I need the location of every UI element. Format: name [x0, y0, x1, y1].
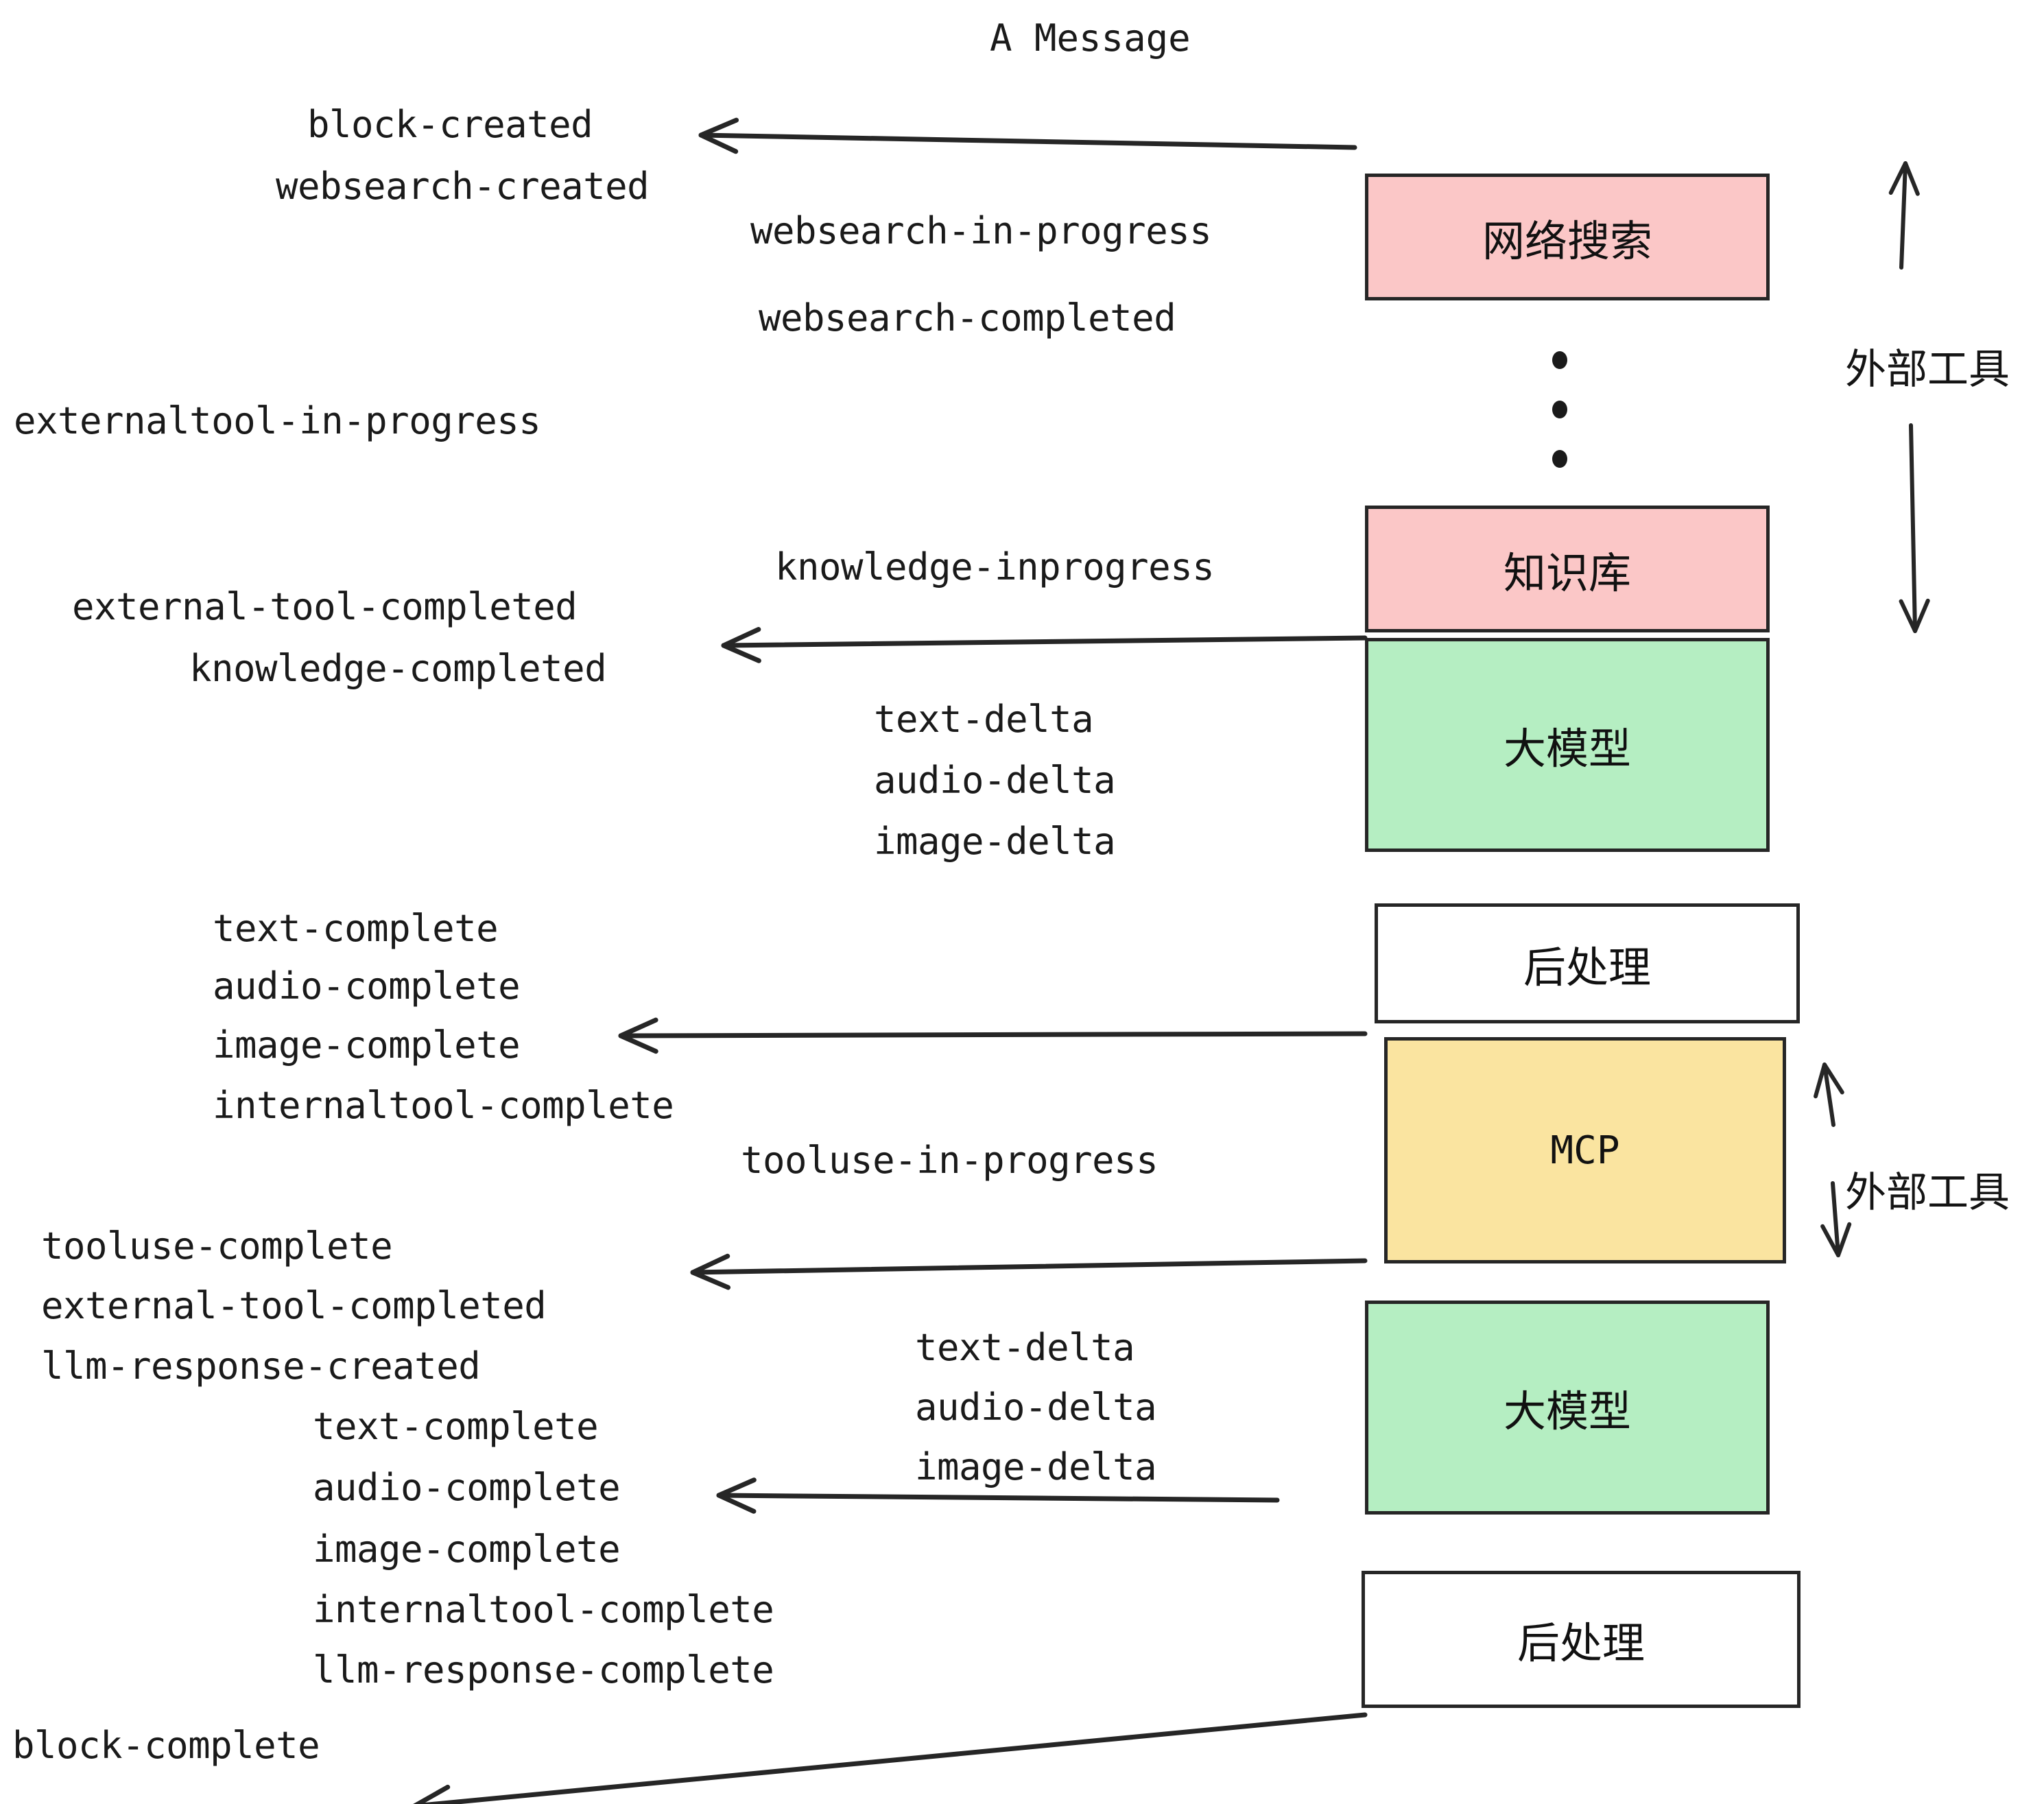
page-title: A Message — [990, 16, 1191, 60]
event-label-text-delta-2: text-delta — [915, 1326, 1135, 1369]
event-label-image-delta-1: image-delta — [874, 820, 1116, 863]
scope-up-top — [1888, 161, 1920, 270]
event-label-text-complete-2: text-complete — [313, 1405, 599, 1448]
event-label-audio-delta-1: audio-delta — [874, 759, 1116, 802]
box-label-websearch: 网络搜索 — [1482, 215, 1652, 266]
event-label-tooluse-complete: tooluse-complete — [41, 1224, 393, 1268]
arrow-block-created — [698, 117, 1357, 154]
event-label-websearch-in-progress: websearch-in-progress — [750, 209, 1212, 252]
event-label-llm-response-complete: llm-response-complete — [313, 1648, 774, 1692]
event-label-block-created: block-created — [307, 103, 593, 146]
event-label-knowledge-inprogress: knowledge-inprogress — [775, 545, 1215, 589]
event-label-audio-delta-2: audio-delta — [915, 1386, 1157, 1429]
box-label-postprocess-bottom: 后处理 — [1517, 1618, 1645, 1668]
scope-up-bottom — [1814, 1063, 1844, 1127]
side-label-external-tool-bottom: 外部工具 — [1845, 1169, 2010, 1217]
event-label-image-delta-2: image-delta — [915, 1445, 1157, 1488]
box-label-llm-top: 大模型 — [1503, 724, 1631, 774]
event-label-external-tool-completed-1: external-tool-completed — [72, 585, 578, 628]
ellipsis-dot-1-icon — [1552, 351, 1567, 369]
event-label-image-complete-2: image-complete — [313, 1528, 621, 1571]
box-knowledge: 知识库 — [1365, 506, 1770, 632]
event-label-text-delta-1: text-delta — [874, 698, 1094, 741]
event-label-knowledge-completed: knowledge-completed — [189, 647, 607, 690]
arrow-tooluse-complete — [690, 1253, 1368, 1290]
arrow-block-complete — [413, 1712, 1368, 1804]
box-llm-bottom: 大模型 — [1365, 1301, 1770, 1515]
event-label-audio-complete-1: audio-complete — [213, 964, 521, 1008]
event-label-externaltool-in-progress: externaltool-in-progress — [14, 399, 541, 442]
event-label-audio-complete-2: audio-complete — [313, 1466, 621, 1509]
event-label-image-complete-1: image-complete — [213, 1023, 521, 1067]
arrow-image-complete — [618, 1017, 1368, 1054]
box-postprocess-top: 后处理 — [1375, 903, 1800, 1023]
event-label-external-tool-completed-2: external-tool-completed — [41, 1284, 547, 1327]
event-label-llm-response-created: llm-response-created — [41, 1344, 481, 1388]
event-label-websearch-completed: websearch-completed — [759, 296, 1176, 340]
scope-down-top — [1899, 423, 1930, 633]
event-label-block-complete: block-complete — [12, 1724, 320, 1767]
box-label-knowledge: 知识库 — [1503, 547, 1631, 598]
box-mcp: MCP — [1384, 1037, 1786, 1263]
box-label-llm-bottom: 大模型 — [1503, 1386, 1631, 1436]
box-label-postprocess-top: 后处理 — [1523, 942, 1651, 993]
event-label-text-complete-1: text-complete — [213, 907, 499, 950]
side-label-external-tool-top: 外部工具 — [1845, 346, 2010, 394]
arrow-knowledge-completed — [721, 627, 1368, 663]
box-postprocess-bottom: 后处理 — [1362, 1571, 1801, 1708]
box-label-mcp: MCP — [1550, 1128, 1620, 1173]
ellipsis-dot-2-icon — [1552, 401, 1567, 418]
event-label-websearch-created: websearch-created — [276, 165, 650, 208]
box-websearch: 网络搜索 — [1365, 174, 1770, 300]
event-label-internaltool-complete-1: internaltool-complete — [213, 1084, 674, 1127]
event-label-internaltool-complete-2: internaltool-complete — [313, 1588, 774, 1631]
box-llm-top: 大模型 — [1365, 638, 1770, 852]
ellipsis-dot-3-icon — [1552, 450, 1567, 468]
event-label-tooluse-in-progress: tooluse-in-progress — [741, 1139, 1158, 1182]
